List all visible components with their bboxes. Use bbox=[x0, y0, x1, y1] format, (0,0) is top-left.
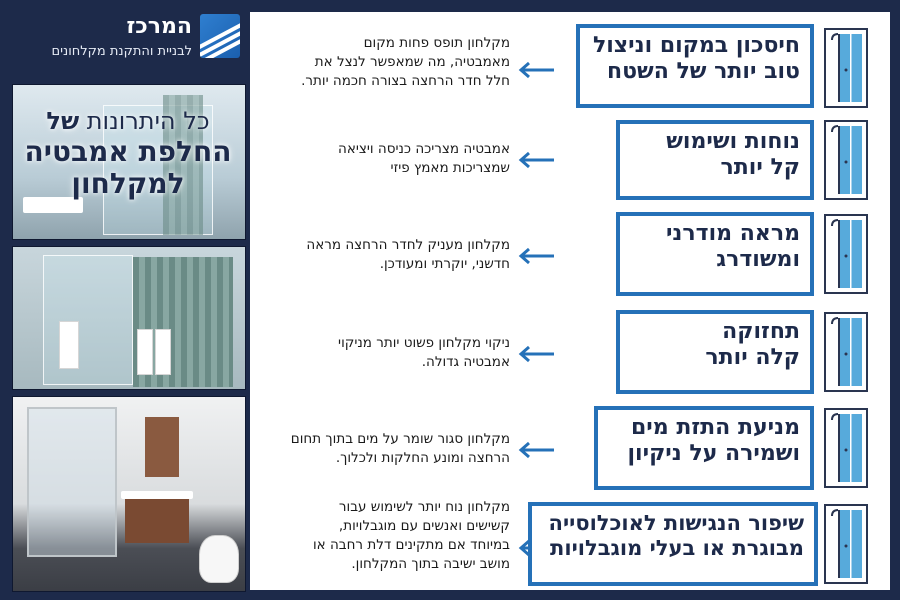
benefit-row-maintenance: ניקוי מקלחון פשוט יותר מניקוי אמבטיה גדו… bbox=[250, 308, 890, 400]
benefit-description: אמבטיה מצריכה כניסה ויציאה שמצריכות מאמץ… bbox=[338, 141, 510, 177]
benefit-row-accessibility: מקלחון נוח יותר לשימוש עבור קשישים ואנשי… bbox=[250, 498, 890, 590]
shower-photo-2 bbox=[12, 246, 246, 390]
arrow-left-icon bbox=[516, 246, 556, 266]
brand-subtitle: לבניית והתקנת מקלחונים bbox=[51, 44, 193, 59]
headline-line1-light: כל היתרונות bbox=[86, 107, 210, 135]
benefit-title: מניעת התזת מים ושמירה על ניקיון bbox=[594, 406, 814, 490]
headline: כל היתרונות של החלפת אמבטיה למקלחון bbox=[14, 107, 242, 201]
benefit-description: מקלחון סגור שומר על מים בתוך תחום הרחצה … bbox=[290, 431, 510, 467]
benefit-description: מקלחון מעניק לחדר הרחצה מראה חדשני, יוקר… bbox=[306, 237, 510, 273]
shower-cabin-icon bbox=[824, 28, 868, 108]
headline-line1-bold: של bbox=[46, 107, 80, 135]
benefit-title: מראה מודרני ומשודרג bbox=[616, 212, 814, 296]
benefit-description: מקלחון נוח יותר לשימוש עבור קשישים ואנשי… bbox=[312, 499, 510, 573]
shower-photo-1 bbox=[12, 84, 246, 240]
benefit-title: תחזוקה קלה יותר bbox=[616, 310, 814, 394]
benefit-title: נוחות ושימוש קל יותר bbox=[616, 120, 814, 200]
benefit-row-splash: מקלחון סגור שומר על מים בתוך תחום הרחצה … bbox=[250, 402, 890, 498]
arrow-left-icon bbox=[516, 150, 556, 170]
shower-cabin-icon bbox=[824, 504, 868, 584]
benefit-title: חיסכון במקום וניצול טוב יותר של השטח bbox=[576, 24, 814, 108]
brand-header[interactable]: המרכז לבניית והתקנת מקלחונים bbox=[8, 10, 244, 72]
benefit-description: מקלחון תופס פחות מקום מאמבטיה, מה שמאפשר… bbox=[301, 35, 510, 90]
arrow-left-icon bbox=[516, 60, 556, 80]
arrow-left-icon bbox=[516, 344, 556, 364]
shower-cabin-icon bbox=[824, 120, 868, 200]
benefit-title: שיפור הנגישות לאוכלוסייה מבוגרת או בעלי … bbox=[528, 502, 818, 586]
shower-cabin-icon bbox=[824, 408, 868, 488]
brand-name: המרכז bbox=[126, 14, 192, 39]
headline-line2: החלפת אמבטיה bbox=[24, 134, 232, 168]
benefit-row-space: מקלחון תופס פחות מקום מאמבטיה, מה שמאפשר… bbox=[250, 20, 890, 112]
benefit-row-comfort: אמבטיה מצריכה כניסה ויציאה שמצריכות מאמץ… bbox=[250, 116, 890, 206]
benefit-row-modern: מקלחון מעניק לחדר הרחצה מראה חדשני, יוקר… bbox=[250, 208, 890, 304]
shower-photo-3 bbox=[12, 396, 246, 592]
arrow-left-icon bbox=[516, 440, 556, 460]
left-sidebar: המרכז לבניית והתקנת מקלחונים כל היתרונות… bbox=[0, 0, 250, 600]
shower-cabin-icon bbox=[824, 312, 868, 392]
shower-cabin-icon bbox=[824, 214, 868, 294]
benefits-panel: מקלחון תופס פחות מקום מאמבטיה, מה שמאפשר… bbox=[250, 12, 890, 590]
brand-logo-icon bbox=[200, 14, 240, 58]
headline-line3: למקלחון bbox=[71, 167, 185, 201]
benefit-description: ניקוי מקלחון פשוט יותר מניקוי אמבטיה גדו… bbox=[338, 335, 510, 371]
